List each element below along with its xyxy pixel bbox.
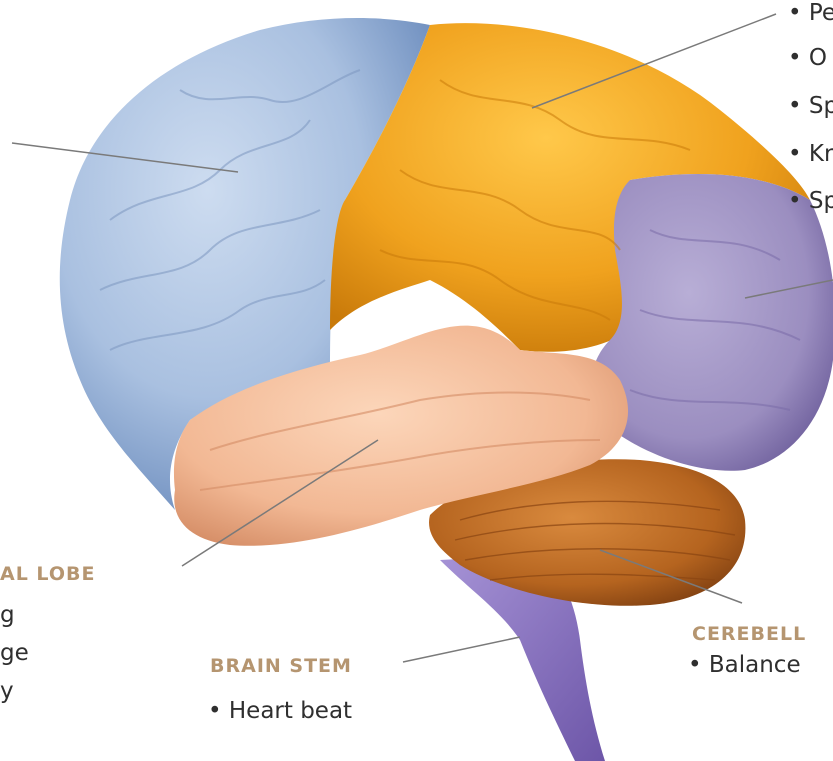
temporal-item-2: ge: [0, 640, 29, 666]
parietal-item-3: • Sp: [788, 93, 833, 119]
brainstem-leader-line: [403, 637, 520, 662]
occipital-lobe: [591, 174, 833, 471]
temporal-item-1: g: [0, 602, 15, 628]
temporal-item-3: y: [0, 678, 14, 704]
temporal-lobe-heading: AL LOBE: [0, 563, 95, 585]
parietal-item-5: • Sp: [788, 188, 833, 214]
parietal-item-1: • Pe: [788, 0, 833, 26]
cerebellum-item: • Balance: [688, 652, 801, 678]
cerebellum-heading: CEREBELL: [692, 623, 806, 645]
brain-stem-item: • Heart beat: [208, 698, 352, 724]
parietal-item-4: • Kr: [788, 141, 833, 167]
brain-stem-heading: BRAIN STEM: [210, 655, 352, 677]
parietal-item-2: • O: [788, 45, 827, 71]
